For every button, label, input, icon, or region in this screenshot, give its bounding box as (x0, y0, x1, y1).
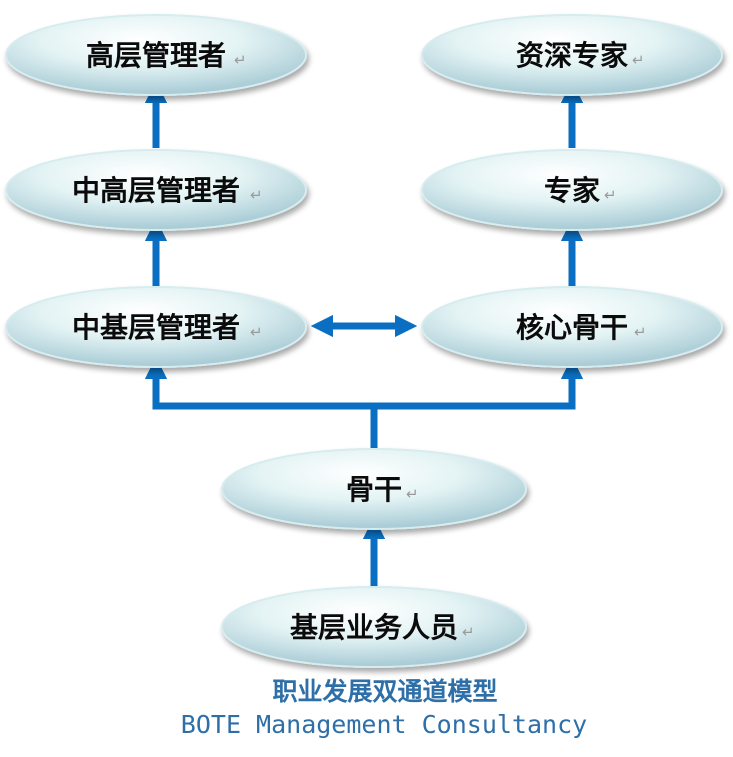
branch-line-right (374, 356, 584, 410)
connectors (144, 80, 584, 594)
node-senior-expert: 资深专家 ↵ (421, 14, 723, 96)
node-core-backbone: 核心骨干 ↵ (421, 286, 723, 368)
node-middle-lower-manager: 中基层管理者 ↵ (5, 286, 307, 368)
paragraph-mark-icon: ↵ (604, 186, 617, 204)
node-shape (5, 149, 307, 231)
caption-company: BOTE Management Consultancy (181, 710, 587, 739)
node-shape (421, 14, 723, 96)
caption-title: 职业发展双通道模型 (272, 677, 497, 706)
node-label: 资深专家 (516, 39, 628, 72)
paragraph-mark-icon: ↵ (462, 623, 475, 641)
node-label: 核心骨干 (516, 311, 628, 344)
paragraph-mark-icon: ↵ (250, 323, 263, 341)
node-shape (421, 286, 723, 368)
paragraph-mark-icon: ↵ (234, 51, 247, 69)
node-expert: 专家 ↵ (421, 149, 723, 231)
node-label: 高层管理者 (86, 39, 226, 72)
paragraph-mark-icon: ↵ (632, 51, 645, 69)
node-label: 中基层管理者 (72, 311, 240, 344)
paragraph-mark-icon: ↵ (250, 186, 263, 204)
node-frontline-staff: 基层业务人员 ↵ (221, 586, 527, 668)
node-shape (5, 286, 307, 368)
node-upper-middle-manager: 中高层管理者 ↵ (5, 149, 307, 231)
branch-line (144, 356, 378, 452)
node-shape (421, 149, 723, 231)
node-label: 专家 (544, 174, 600, 207)
node-label: 基层业务人员 (290, 611, 458, 644)
paragraph-mark-icon: ↵ (406, 485, 419, 503)
node-backbone: 骨干 ↵ (221, 448, 527, 530)
node-senior-manager: 高层管理者 ↵ (5, 14, 307, 96)
node-label: 骨干 (346, 473, 402, 506)
node-label: 中高层管理者 (72, 174, 240, 207)
node-shape (221, 448, 527, 530)
paragraph-mark-icon: ↵ (634, 323, 647, 341)
node-shape (221, 586, 527, 668)
node-shape (5, 14, 307, 96)
